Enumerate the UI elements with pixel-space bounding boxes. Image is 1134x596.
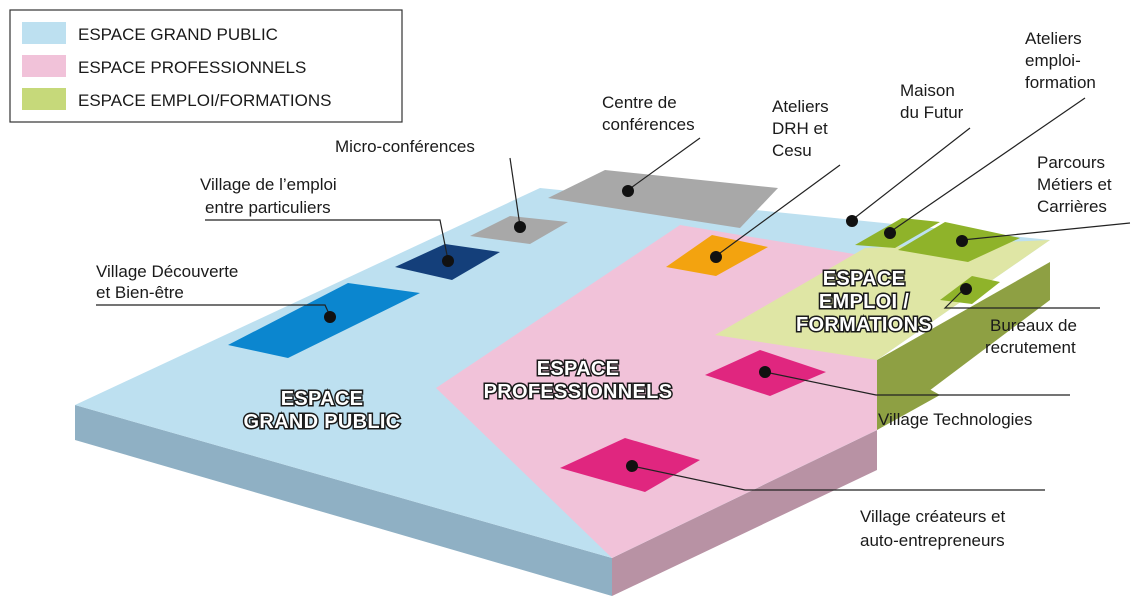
zone-label-grand-public: ESPACE GRAND PUBLIC — [242, 387, 402, 435]
leader-village-technologies — [764, 371, 1070, 396]
callout-village-createurs: Village créateurs et auto-entrepreneurs — [860, 507, 1005, 550]
callout-village-technologies: Village Technologies — [878, 410, 1032, 429]
callout-bureaux-line1: Bureaux de — [990, 316, 1077, 335]
legend-label-emploi-formations: ESPACE EMPLOI/FORMATIONS — [78, 91, 331, 110]
callout-parcours: Parcours Métiers et Carrières — [1037, 153, 1112, 216]
leader-lines — [96, 97, 1131, 491]
legend-swatch-grand-public — [22, 22, 66, 44]
callout-ateliers-drh-line1: Ateliers — [772, 97, 829, 116]
callout-centre-conferences-line2: conférences — [602, 115, 695, 134]
callout-village-technologies-line1: Village Technologies — [878, 410, 1032, 429]
stand-ateliers-emploi — [855, 218, 940, 248]
leader-parcours — [961, 222, 1131, 241]
callout-bureaux-line2: recrutement — [985, 338, 1076, 357]
legend-frame — [9, 9, 403, 123]
callout-maison-futur-line1: Maison — [900, 81, 955, 100]
leader-bureaux — [943, 287, 1100, 309]
callout-maison-futur: Maison du Futur — [900, 81, 964, 122]
callout-ateliers-emploi-line1: Ateliers — [1025, 29, 1082, 48]
callout-ateliers-drh-line3: Cesu — [772, 141, 812, 160]
slab-side-professionnels — [612, 430, 877, 596]
callout-ateliers-emploi-line3: formation — [1025, 73, 1096, 92]
zone-label-emploi: ESPACE EMPLOI / FORMATIONS — [795, 267, 934, 338]
stand-markers — [324, 185, 972, 472]
legend-label-professionnels: ESPACE PROFESSIONNELS — [78, 58, 306, 77]
legend-label-grand-public: ESPACE GRAND PUBLIC — [78, 25, 278, 44]
marker-micro-conferences — [514, 221, 526, 233]
leader-maison-futur — [851, 127, 971, 221]
marker-maison-futur — [846, 215, 858, 227]
leader-village-createurs — [631, 465, 1045, 491]
callout-village-createurs-line2: auto-entrepreneurs — [860, 531, 1005, 550]
zone-label-grand-public-line1: ESPACE — [281, 388, 364, 410]
leader-centre-conferences — [627, 137, 701, 191]
callout-village-emploi-line1: Village de l’emploi — [200, 175, 337, 194]
callout-maison-futur-line2: du Futur — [900, 103, 964, 122]
marker-parcours — [956, 235, 968, 247]
callout-village-decouverte-line1: Village Découverte — [96, 262, 238, 281]
zone-label-professionnels-line2: PROFESSIONNELS — [484, 381, 673, 403]
legend-swatch-professionnels — [22, 55, 66, 77]
callout-micro-conferences-line1: Micro-conférences — [335, 137, 475, 156]
zone-label-emploi-line2: EMPLOI / — [819, 291, 909, 313]
callout-parcours-line3: Carrières — [1037, 197, 1107, 216]
legend: ESPACE GRAND PUBLIC ESPACE PROFESSIONNEL… — [9, 9, 403, 123]
leader-ateliers-emploi — [889, 97, 1086, 233]
callout-micro-conferences: Micro-conférences — [335, 137, 475, 156]
stand-centre-conferences — [548, 170, 778, 228]
marker-village-emploi — [442, 255, 454, 267]
callout-village-emploi-line2: entre particuliers — [205, 198, 331, 217]
callout-centre-conferences: Centre de conférences — [602, 93, 695, 134]
callout-ateliers-emploi-line2: emploi- — [1025, 51, 1081, 70]
marker-ateliers-drh — [710, 251, 722, 263]
marker-centre-conferences — [622, 185, 634, 197]
zone-label-emploi-line3: FORMATIONS — [796, 314, 932, 336]
callout-village-createurs-line1: Village créateurs et — [860, 507, 1005, 526]
marker-village-createurs — [626, 460, 638, 472]
leader-micro-conferences — [509, 157, 521, 227]
slab-side-grand-public — [75, 405, 612, 596]
stand-village-decouverte — [228, 283, 420, 358]
zone-label-professionnels: ESPACE PROFESSIONNELS — [482, 357, 673, 405]
callout-centre-conferences-line1: Centre de — [602, 93, 677, 112]
marker-village-decouverte — [324, 311, 336, 323]
marker-bureaux — [960, 283, 972, 295]
marker-ateliers-emploi — [884, 227, 896, 239]
zone-label-professionnels-line1: ESPACE — [537, 358, 620, 380]
callout-parcours-line2: Métiers et — [1037, 175, 1112, 194]
leader-village-emploi — [205, 219, 449, 261]
callout-ateliers-emploi: Ateliers emploi- formation — [1025, 29, 1096, 92]
leader-ateliers-drh — [715, 164, 841, 257]
marker-village-technologies — [759, 366, 771, 378]
callout-bureaux: Bureaux de recrutement — [985, 316, 1077, 357]
callout-parcours-line1: Parcours — [1037, 153, 1105, 172]
callout-village-decouverte: Village Découverte et Bien-être — [96, 262, 238, 302]
legend-swatch-emploi-formations — [22, 88, 66, 110]
zone-emploi-floor — [715, 240, 1050, 360]
callout-village-emploi: Village de l’emploi entre particuliers — [200, 175, 337, 217]
zone-label-emploi-line1: ESPACE — [823, 268, 906, 290]
callout-village-decouverte-line2: et Bien-être — [96, 283, 184, 302]
zone-label-grand-public-line2: GRAND PUBLIC — [244, 411, 401, 433]
callout-ateliers-drh-line2: DRH et — [772, 119, 828, 138]
callout-ateliers-drh: Ateliers DRH et Cesu — [772, 97, 829, 160]
